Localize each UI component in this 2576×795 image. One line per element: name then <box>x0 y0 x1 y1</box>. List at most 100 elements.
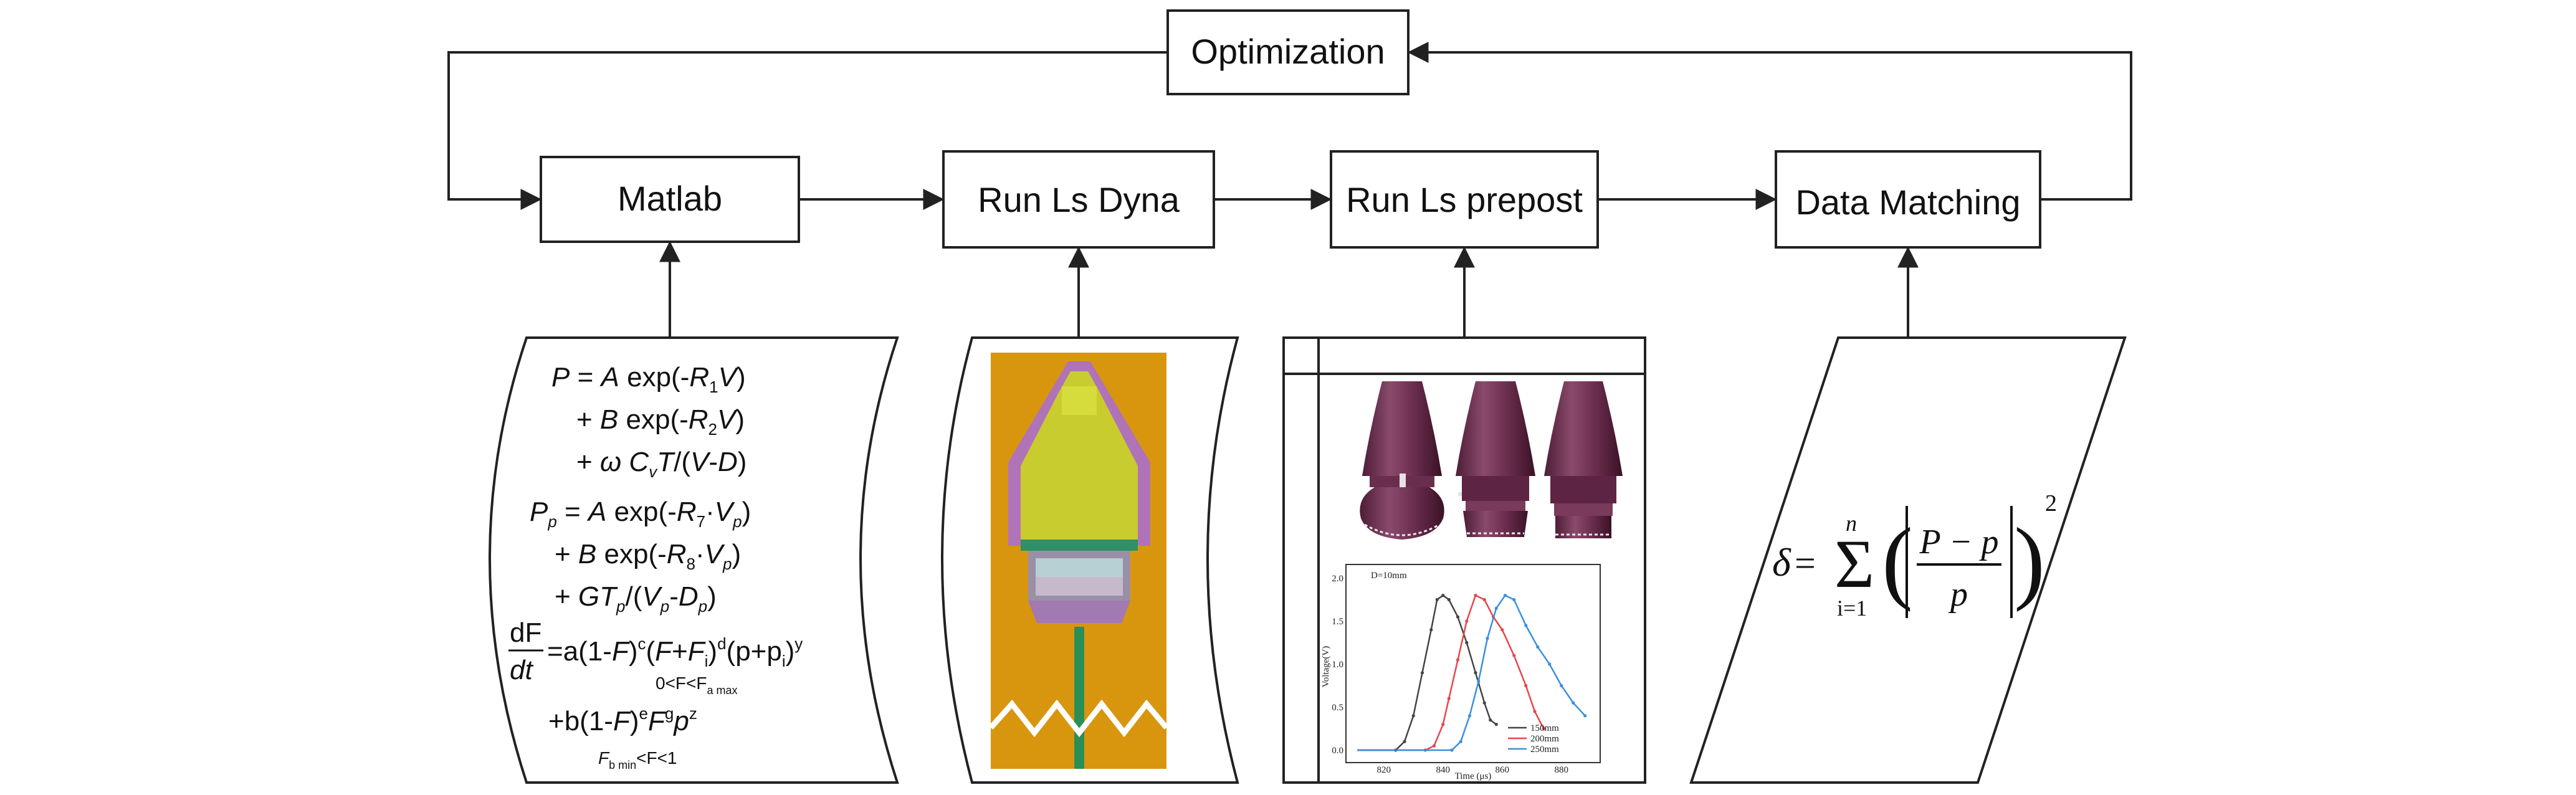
svg-text:Fb min<F<1: Fb min<F<1 <box>598 748 677 771</box>
data-point <box>1450 748 1454 752</box>
data-point <box>1542 726 1545 731</box>
data-point <box>1494 606 1498 610</box>
y-tick-label: 2.0 <box>1332 574 1343 584</box>
data-point <box>1456 615 1460 619</box>
data-point <box>1583 714 1587 718</box>
formula-power: 2 <box>2045 490 2057 517</box>
data-matching-box: Data Matching <box>1775 150 2041 249</box>
optimization-box: Optimization <box>1166 9 1410 95</box>
data-point <box>1477 680 1481 683</box>
svg-text:+ GTp/(Vp-Dp): + GTp/(Vp-Dp) <box>555 581 717 616</box>
x-tick-label: 860 <box>1496 765 1510 775</box>
matlab-label: Matlab <box>618 179 722 218</box>
data-point <box>1494 723 1498 726</box>
data-point <box>1524 624 1528 627</box>
derivative-denominator: dt <box>510 655 533 685</box>
voltage-time-plot: D=10mm Voltage(V) Time (μs) 2.0 1.5 1.0 0.5… <box>1321 564 1601 781</box>
simulation-model-panel <box>941 336 1239 784</box>
data-point <box>1503 594 1507 597</box>
matlab-box: Matlab <box>540 156 800 243</box>
formula-denominator: p <box>1948 575 1968 614</box>
formula-equals: = <box>1795 543 1816 584</box>
svg-text:0<F<Fa max: 0<F<Fa max <box>656 674 738 697</box>
right-paren: ) <box>2014 509 2045 612</box>
error-formula: δ = Σ n i=1 ( ) P − p p 2 <box>1772 490 2057 621</box>
equation-line-8: +b(1-F)eFgpz Fb min<F<1 <box>548 704 697 771</box>
x-axis-label: Time (μs) <box>1455 771 1492 781</box>
svg-text:P = A exp(-R1V): P = A exp(-R1V) <box>551 362 746 396</box>
run-ls-dyna-box: Run Ls Dyna <box>942 150 1215 249</box>
equation-line-4: Pp = A exp(-R7·Vp) <box>530 497 751 531</box>
run-ls-prepost-label: Run Ls prepost <box>1346 180 1583 219</box>
run-ls-prepost-box: Run Ls prepost <box>1330 150 1599 249</box>
svg-text:=a(1-F)c(F+Fi)d(p+pi)y: =a(1-F)c(F+Fi)d(p+pi)y <box>547 634 803 670</box>
plot-annotation: D=10mm <box>1371 571 1407 581</box>
data-matching-label: Data Matching <box>1795 183 2020 222</box>
y-tick-label: 1.5 <box>1332 617 1343 627</box>
run-ls-dyna-label: Run Ls Dyna <box>978 180 1180 219</box>
y-tick-label: 0.5 <box>1332 703 1343 713</box>
data-point <box>1500 628 1504 632</box>
data-point <box>1512 597 1516 602</box>
equation-line-7: dF dt =a(1-F)c(F+Fi)d(p+pi)y 0<F<Fa max <box>508 617 803 697</box>
x-tick-label: 880 <box>1555 765 1569 775</box>
data-point <box>1465 619 1469 623</box>
data-point <box>1411 714 1415 718</box>
x-tick-label: 820 <box>1377 765 1391 775</box>
data-point <box>1456 658 1460 662</box>
y-axis-label: Voltage(V) <box>1321 646 1331 687</box>
svg-text:+ ω CvT/(V-D): + ω CvT/(V-D) <box>576 447 747 481</box>
legend-label: 200mm <box>1530 734 1559 744</box>
y-tick-label: 1.0 <box>1332 660 1343 670</box>
data-point <box>1441 594 1445 597</box>
matching-formula-panel: δ = Σ n i=1 ( ) P − p p 2 <box>1689 336 2127 784</box>
equation-line-2: + B exp(-R2V) <box>576 404 745 439</box>
data-point <box>1482 701 1486 705</box>
deformed-shell-3 <box>1544 381 1623 538</box>
data-point <box>1447 697 1451 700</box>
deformed-shell-1 <box>1360 381 1444 540</box>
legend-label: 250mm <box>1530 745 1559 755</box>
data-point <box>1482 597 1486 602</box>
data-point <box>1459 740 1462 743</box>
data-point <box>1512 654 1516 657</box>
svg-text:+b(1-F)eFgpz: +b(1-F)eFgpz <box>548 704 697 736</box>
equation-line-1: P = A exp(-R1V) <box>551 362 746 396</box>
arrow-optimization-to-matlab <box>447 51 1168 210</box>
data-point <box>1432 744 1436 748</box>
data-point <box>1560 683 1563 688</box>
formula-upper-limit: n <box>1846 511 1857 536</box>
data-point <box>1441 723 1445 726</box>
data-point <box>1536 645 1540 649</box>
data-point <box>1548 662 1552 666</box>
formula-numerator: P − p <box>1919 523 1999 561</box>
data-point <box>1489 718 1492 722</box>
svg-text:+ B exp(-R8·Vp): + B exp(-R8·Vp) <box>555 539 741 573</box>
equation-line-5: + B exp(-R8·Vp) <box>555 539 741 573</box>
legend-label: 150mm <box>1530 723 1559 733</box>
projectile-model-image <box>988 353 1169 769</box>
data-point <box>1474 594 1477 597</box>
data-point <box>1524 683 1528 688</box>
optimization-label: Optimization <box>1191 32 1385 71</box>
svg-text:+ B exp(-R2V): + B exp(-R2V) <box>576 404 745 439</box>
left-paren: ( <box>1882 509 1913 612</box>
data-point <box>1486 637 1489 640</box>
formula-sigma: Σ <box>1834 526 1874 602</box>
data-point <box>1447 597 1451 602</box>
data-point <box>1403 740 1406 743</box>
y-tick-label: 0.0 <box>1332 746 1343 756</box>
derivative-numerator: dF <box>510 617 541 648</box>
equation-line-3: + ω CvT/(V-D) <box>576 447 747 481</box>
arrow-datamatching-to-optimization <box>1407 42 2132 201</box>
data-point <box>1533 710 1537 713</box>
data-point <box>1465 640 1469 645</box>
formula-delta: δ <box>1772 540 1791 584</box>
equation-line-6: + GTp/(Vp-Dp) <box>555 581 717 616</box>
data-point <box>1572 701 1575 705</box>
equations-panel: P = A exp(-R1V) + B exp(-R2V) + ω CvT/(V… <box>489 336 899 784</box>
data-point <box>1420 671 1424 675</box>
deformed-shell-2 <box>1456 381 1535 537</box>
data-point <box>1429 628 1433 632</box>
